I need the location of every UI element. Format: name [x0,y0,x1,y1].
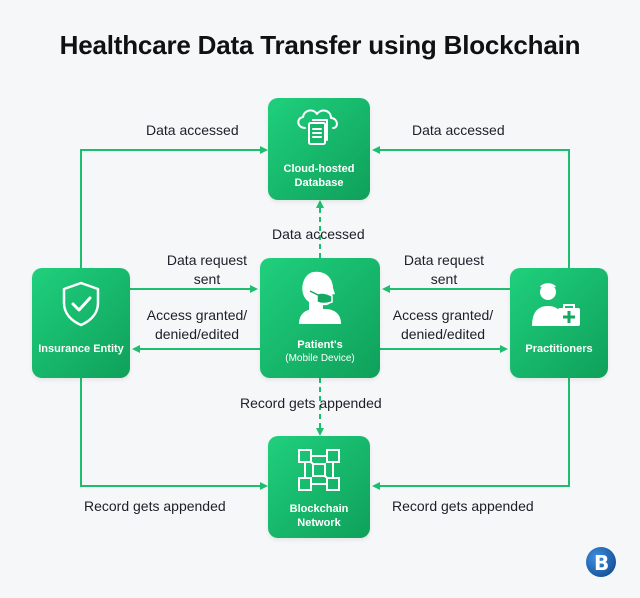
page-title: Healthcare Data Transfer using Blockchai… [59,30,581,60]
arrow-insurance-to-blockchain [80,378,268,490]
blockchain-label-line2: Network [297,517,341,529]
edge-label-practitioners-to-blockchain: Record gets appended [392,498,534,514]
shield-check-icon [62,281,100,327]
edge-label-patient-to-database: Data accessed [272,226,365,242]
edge-label-practitioners-access-line2: denied/edited [400,326,486,342]
patient-label-line1: Patient's [297,339,343,351]
edge-label-insurance-request-line2: sent [193,271,221,287]
logo-letter: B [594,551,610,575]
edge-label-insurance-to-database: Data accessed [146,122,239,138]
edge-label-practitioners-request-line1: Data request [403,252,485,268]
blockchain-label-line1: Blockchain [289,503,349,515]
arrow-practitioners-to-database [372,146,570,268]
edge-label-practitioners-to-database: Data accessed [412,122,505,138]
arrow-practitioners-to-blockchain [372,378,570,490]
blockchain-node[interactable]: Blockchain Network [268,436,370,538]
database-node[interactable]: Cloud-hosted Database [268,98,370,200]
edge-label-insurance-request-line1: Data request [166,252,248,268]
company-logo-icon: B [586,547,616,577]
edge-label-practitioners-request-line2: sent [430,271,458,287]
patient-mask-icon [299,271,341,324]
insurance-label: Insurance Entity [38,343,124,355]
database-label-line1: Cloud-hosted [283,163,355,175]
blockchain-cubes-icon [298,449,340,491]
edge-label-practitioners-request: Data request sent [389,251,499,289]
practitioners-label: Practitioners [525,343,593,355]
database-label-line2: Database [294,177,344,189]
insurance-node[interactable]: Insurance Entity [32,268,130,378]
edge-label-insurance-access: Access granted/ denied/edited [141,306,253,344]
edge-label-practitioners-access: Access granted/ denied/edited [387,306,499,344]
patient-label-line2: (Mobile Device) [285,353,355,364]
edge-label-insurance-request: Data request sent [152,251,262,289]
arrow-insurance-to-database [80,146,268,268]
patient-node[interactable]: Patient's (Mobile Device) [260,258,380,378]
edge-label-insurance-access-line1: Access granted/ [146,307,248,323]
cloud-documents-icon [297,109,338,145]
edge-label-patient-to-blockchain: Record gets appended [240,395,382,411]
doctor-medkit-icon [532,283,580,326]
edge-label-insurance-access-line2: denied/edited [154,326,240,342]
edge-label-insurance-to-blockchain: Record gets appended [84,498,226,514]
practitioners-node[interactable]: Practitioners [510,268,608,378]
edge-label-practitioners-access-line1: Access granted/ [392,307,494,323]
